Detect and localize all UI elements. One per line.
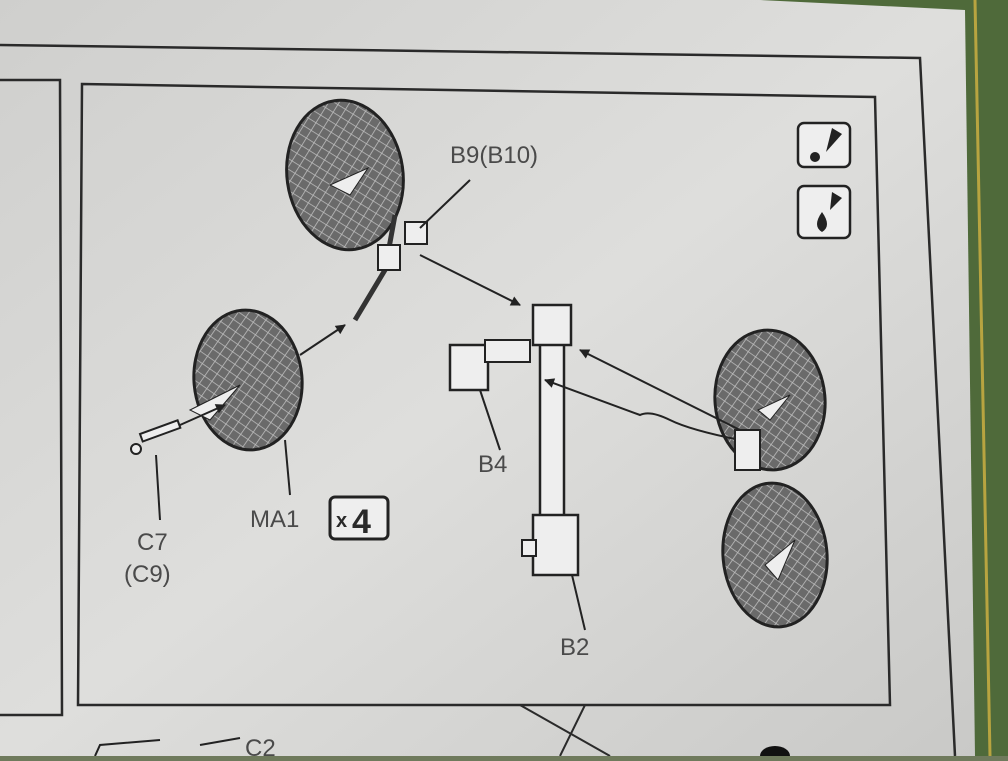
label-b9-b10: B9(B10) bbox=[450, 142, 538, 169]
mast-b2 bbox=[419, 254, 586, 631]
dish-top bbox=[285, 98, 405, 322]
pin-c7 bbox=[130, 404, 226, 521]
label-ma1: MA1 bbox=[250, 506, 299, 533]
glue-icon bbox=[796, 184, 852, 240]
next-step-part bbox=[94, 737, 241, 757]
leader-b9 bbox=[419, 179, 471, 229]
label-c9: (C9) bbox=[124, 561, 171, 588]
quantity-badge: x 4 bbox=[328, 495, 390, 541]
leader-ma1 bbox=[284, 439, 291, 496]
mat-grid-line bbox=[973, 0, 992, 757]
callout-line bbox=[559, 704, 890, 757]
label-c2: C2 bbox=[245, 735, 276, 756]
left-panel-frame bbox=[0, 78, 64, 717]
part-b4 bbox=[448, 339, 531, 451]
quantity-value: 4 bbox=[352, 503, 371, 541]
callout-line bbox=[519, 704, 611, 757]
outer-frame bbox=[0, 43, 957, 757]
quantity-prefix: x bbox=[336, 510, 347, 532]
paint-icon bbox=[796, 121, 852, 169]
label-c7: C7 bbox=[137, 529, 168, 556]
dish-left bbox=[188, 308, 346, 452]
dish-right-lower bbox=[721, 429, 829, 629]
label-b4: B4 bbox=[478, 451, 507, 478]
label-b2: B2 bbox=[560, 634, 589, 661]
